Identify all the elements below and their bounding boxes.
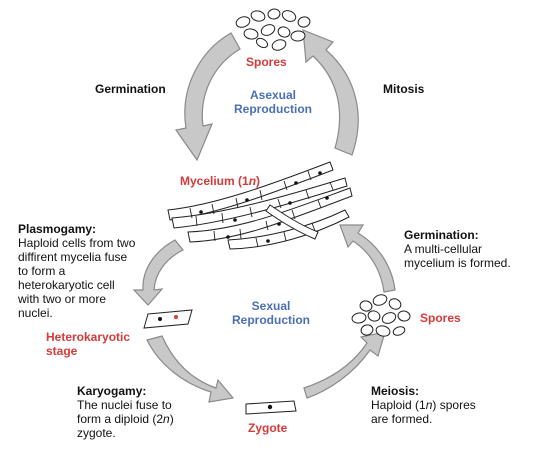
heterokaryotic-cell [143,309,193,329]
desc-germination-text: A multi-cellular mycelium is formed. [404,242,511,270]
nucleus-black [158,317,162,321]
label-mycelium: Mycelium (1n) [180,174,260,188]
label-heterokaryotic-stage: Heterokaryotic stage [46,330,131,358]
spores-right-cluster [351,294,411,337]
label-mycelium-text: Mycelium (1n) [180,174,261,188]
arrow-germination-top [174,32,241,162]
nucleus-red [174,315,178,319]
desc-germination: Germination: A multi-cellular mycelium i… [404,228,529,270]
desc-karyogamy-title: Karyogamy: [77,384,147,398]
desc-meiosis-text: Haploid (1n) spores are formed. [371,398,476,426]
desc-plasmogamy: Plasmogamy: Haploid cells from two diffi… [18,222,138,320]
desc-meiosis: Meiosis: Haploid (1n) spores are formed. [371,384,481,426]
arrow-karyogamy [146,335,235,403]
arrow-mitosis [302,29,359,156]
spores-top-cluster [235,8,311,51]
label-spores-right: Spores [420,311,461,325]
label-germination-top: Germination [95,82,166,96]
label-sexual-reproduction: Sexual Reproduction [232,299,310,327]
arrow-germination-right [339,224,396,293]
mycelium-hyphae [167,161,353,250]
zygote-cell [245,400,297,415]
desc-germination-title: Germination: [404,228,479,242]
label-zygote: Zygote [248,421,288,435]
desc-karyogamy-text: The nuclei fuse to form a diploid (2n) z… [77,398,174,440]
desc-meiosis-title: Meiosis: [371,384,420,398]
desc-plasmogamy-text: Haploid cells from two diffirent mycelia… [18,236,136,320]
arrow-plasmogamy [132,239,184,306]
label-asexual-reproduction: Asexual Reproduction [234,88,312,116]
label-spores-top: Spores [246,55,287,69]
label-mitosis: Mitosis [383,82,425,96]
desc-plasmogamy-title: Plasmogamy: [18,222,97,236]
nucleus-diploid [267,404,273,410]
desc-karyogamy: Karyogamy: The nuclei fuse to form a dip… [77,384,187,440]
